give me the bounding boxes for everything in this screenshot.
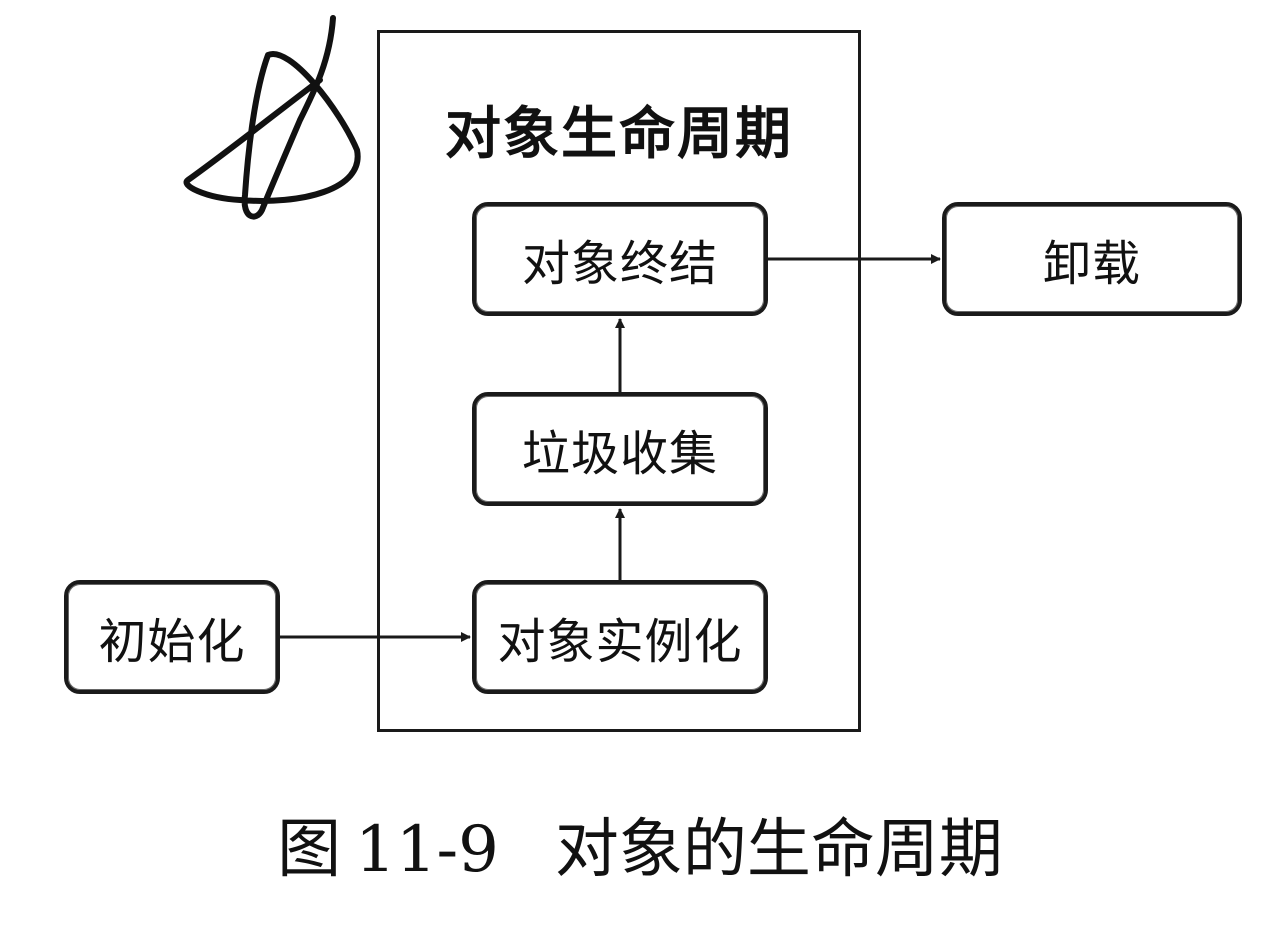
caption-label: 图 <box>277 813 342 887</box>
node-object-instantiate: 对象实例化 <box>472 580 768 694</box>
caption-title: 对象的生命周期 <box>554 813 1003 887</box>
signature-mark <box>183 15 361 220</box>
node-initialize: 初始化 <box>64 580 280 694</box>
node-object-finalize: 对象终结 <box>472 202 768 316</box>
node-unload: 卸载 <box>942 202 1242 316</box>
lifecycle-container: 对象生命周期 <box>377 30 861 732</box>
node-garbage-collection: 垃圾收集 <box>472 392 768 506</box>
container-title: 对象生命周期 <box>445 102 793 167</box>
caption-number: 11-9 <box>355 813 499 887</box>
